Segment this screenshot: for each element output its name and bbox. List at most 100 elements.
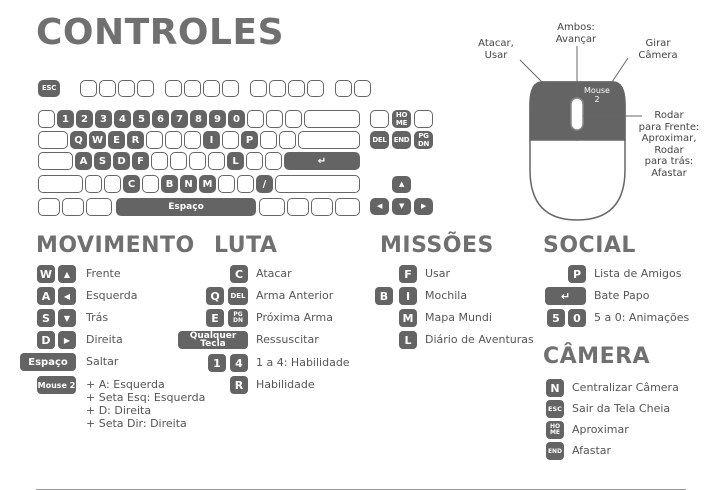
key-f-blank [99,80,116,97]
key-1: 1 [208,354,226,372]
key-blank [265,152,282,170]
key-a: A [75,152,92,170]
key-e: E [206,309,224,327]
key-f-blank [335,80,352,97]
key-esc: ESC [38,80,60,97]
label-line: Avançar [555,34,597,45]
missoes-label: Mapa Mundi [425,311,492,324]
section-title-camera: CÂMERA [543,344,651,369]
social-label: Bate Papo [594,289,650,302]
label-line: Rodar [654,110,684,121]
key-4: 4 [230,354,248,372]
label-line: Rodar [654,144,684,156]
key-end: END [546,442,564,460]
key-w: W [89,131,106,149]
leader-left [519,59,549,89]
key-ctrl [38,198,60,216]
key-label-line: PG [418,132,429,140]
key-label-line: DN [417,140,430,148]
key-backspace [304,110,360,128]
key-9: 9 [209,110,226,128]
key-label-line: ME [395,119,408,127]
key-m: M [199,175,216,193]
arrow-right-icon: ▶ [414,198,433,215]
key-r: R [230,376,248,394]
arrow-right-icon: ▶ [58,331,76,349]
key-alt-right [259,198,285,216]
key-ctrl-right [335,198,360,216]
key-b: B [161,175,178,193]
key-d: D [37,331,55,349]
key-blank [246,152,263,170]
key-end: END [392,131,411,149]
key-enter: ↵ [284,152,360,170]
key-p: P [241,131,258,149]
key-s: S [94,152,111,170]
mouse-button-label-line: Mouse [584,86,610,95]
key-pgdn: PG DN [228,309,248,327]
key-r: R [127,131,144,149]
key-blank [165,131,182,149]
luta-label: Arma Anterior [256,289,334,302]
key-blank [104,175,121,193]
key-slash: / [256,175,273,193]
key-space: Espaço [20,353,76,371]
key-5: 5 [133,110,150,128]
key-b: B [375,287,393,305]
movimento-label: Direita [86,333,123,346]
key-f-blank [184,80,201,97]
label-line: Afastar [651,167,687,179]
section-title-social: SOCIAL [543,233,636,258]
key-n: N [180,175,197,193]
key-4: 4 [114,110,131,128]
luta-label: Ressuscitar [256,333,319,346]
camera-label: Sair da Tela Cheia [572,402,671,415]
key-f-blank [118,80,135,97]
key-f-blank [80,80,97,97]
key-n: N [546,379,564,397]
label-line: Ambos: [557,22,595,33]
key-enter: ↵ [545,287,586,305]
label-line: Aproximar, [641,133,697,144]
label-line: Atacar, [478,38,514,49]
key-blank [170,152,187,170]
key-blank [208,152,225,170]
key-del: DEL [228,287,248,305]
label-line: para trás: [644,156,694,167]
key-d: D [113,152,130,170]
key-f-blank [269,80,286,97]
key-blank [142,175,159,193]
key-7: 7 [171,110,188,128]
movimento-label: Trás [86,311,109,324]
mouse-left-button [529,81,578,141]
key-6: 6 [152,110,169,128]
key-f-blank [307,80,324,97]
movimento-label: Frente [86,267,121,280]
key-blank [218,175,235,193]
key-backslash [298,131,360,149]
key-0: 0 [228,110,245,128]
key-win [287,198,309,216]
camera-label: Centralizar Câmera [572,381,679,394]
key-i: I [399,287,417,305]
key-f: F [399,265,417,283]
label-line: para Frente: [638,121,700,133]
key-blank [146,131,163,149]
key-2: 2 [76,110,93,128]
arrow-up-icon: ▲ [58,265,76,283]
movimento-label: + Seta Esq: Esquerda [86,391,206,404]
leader-right [607,57,629,89]
page-title: CONTROLES [36,12,284,53]
key-f-blank [222,80,239,97]
movimento-label: Saltar [86,355,119,368]
key-8: 8 [190,110,207,128]
key-f-blank [203,80,220,97]
section-title-missoes: MISSÕES [380,233,494,258]
key-mouse2: Mouse 2 [37,376,76,394]
key-blank [260,131,277,149]
key-esc: ESC [546,400,564,418]
key-q: Q [206,287,224,305]
key-del: DEL [370,131,389,149]
key-l: L [399,331,417,349]
